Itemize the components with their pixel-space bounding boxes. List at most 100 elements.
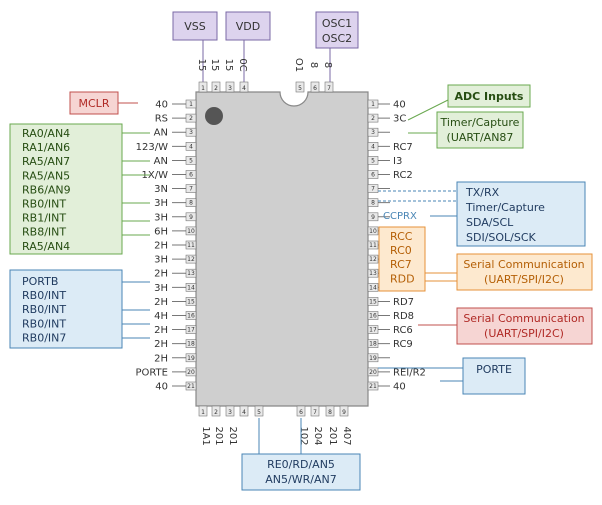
porte-right-label: PORTE bbox=[476, 363, 512, 376]
right-pin-number: 3 bbox=[371, 129, 375, 136]
right-pin-label: 40 bbox=[393, 382, 406, 393]
right-pin-number: 21 bbox=[369, 383, 377, 390]
top-pin-label: 15 bbox=[196, 59, 207, 72]
left-pin-label: 40 bbox=[155, 382, 168, 393]
bottom-pin-label: 201 bbox=[327, 426, 338, 445]
left-pin-label: AN bbox=[154, 128, 168, 139]
port-a-item: RA1/AN6 bbox=[22, 141, 70, 154]
left-pin-number: 21 bbox=[187, 383, 195, 390]
port-b-item: PORTB bbox=[22, 275, 58, 288]
right-pin-number: 18 bbox=[369, 341, 377, 348]
left-pin-number: 12 bbox=[187, 256, 195, 263]
right-pin-number: 4 bbox=[371, 143, 375, 150]
bottom-pin-number: 4 bbox=[242, 409, 246, 416]
osc-box: OSC1 OSC2 bbox=[315, 11, 359, 49]
left-pin-label: 3H bbox=[154, 198, 168, 209]
port-a-item: RB1/INT bbox=[22, 212, 66, 225]
top-pin-label: 0C bbox=[237, 58, 248, 71]
right-pin-number: 17 bbox=[369, 327, 377, 334]
right-pin-number: 15 bbox=[369, 298, 377, 305]
right-pin-number: 12 bbox=[369, 256, 377, 263]
left-pin-number: 16 bbox=[187, 313, 195, 320]
left-pin-number: 1 bbox=[189, 101, 193, 108]
left-pin-number: 20 bbox=[187, 369, 195, 376]
left-pin-label: 40 bbox=[155, 100, 168, 111]
left-pin-label: 3N bbox=[154, 184, 168, 195]
port-a-item: RB0/INT bbox=[22, 198, 66, 211]
left-pin-number: 6 bbox=[189, 172, 193, 179]
bottom-box-line2: AN5/WR/AN7 bbox=[265, 473, 336, 486]
right-pin-label: RD8 bbox=[393, 311, 414, 322]
osc1-label: OSC1 bbox=[322, 17, 352, 30]
left-pin-number: 15 bbox=[187, 298, 195, 305]
left-pin-label: 3H bbox=[154, 212, 168, 223]
left-pin-label: 2H bbox=[154, 339, 168, 350]
bottom-pin-number: 6 bbox=[299, 409, 303, 416]
right-pin-number: 2 bbox=[371, 115, 375, 122]
porte-right-box: PORTE bbox=[378, 357, 526, 395]
bottom-pin-number: 8 bbox=[328, 409, 332, 416]
left-pin-number: 8 bbox=[189, 200, 193, 207]
left-pin-number: 2 bbox=[189, 115, 193, 122]
bottom-pin-label: 102 bbox=[298, 426, 309, 445]
bottom-pin-number: 3 bbox=[228, 409, 232, 416]
left-pin-number: 11 bbox=[187, 242, 195, 249]
right-pin-number: 9 bbox=[371, 214, 375, 221]
left-pin-label: PORTE bbox=[135, 367, 168, 378]
right-pin-number: 20 bbox=[369, 369, 377, 376]
right-pin-number: 1 bbox=[371, 101, 375, 108]
bottom-pin bbox=[296, 405, 306, 417]
rc-item: RC0 bbox=[390, 244, 412, 257]
vss-label: VSS bbox=[184, 20, 206, 33]
top-pin-number: 7 bbox=[327, 85, 331, 92]
left-pin-number: 7 bbox=[189, 186, 193, 193]
right-pin-number: 16 bbox=[369, 313, 377, 320]
serial-red-line1: Serial Communication bbox=[463, 312, 584, 325]
mclr-box: MCLR bbox=[69, 91, 138, 115]
right-pin-number: 19 bbox=[369, 355, 377, 362]
right-pin-label: RC6 bbox=[393, 325, 413, 336]
right-pin-label: RC9 bbox=[393, 339, 413, 350]
bottom-pin-number: 2 bbox=[214, 409, 218, 416]
left-pin-label: 2H bbox=[154, 269, 168, 280]
top-pin bbox=[295, 81, 305, 93]
left-pin-label: 3H bbox=[154, 283, 168, 294]
port-a-box: RA0/AN4RA1/AN6RA5/AN7RA5/AN5RB6/AN9RB0/I… bbox=[9, 123, 150, 255]
timer-capture-line2: (UART/AN87 bbox=[447, 131, 514, 144]
left-pin-number: 9 bbox=[189, 214, 193, 221]
port-b-item: RB0/IN7 bbox=[22, 331, 66, 344]
left-pin-number: 14 bbox=[187, 284, 195, 291]
bottom-pin-label: 407 bbox=[341, 426, 352, 445]
bottom-pin-number: 9 bbox=[342, 409, 346, 416]
ccprx-label: CCPRX bbox=[383, 211, 417, 222]
top-pin-label: 8 bbox=[322, 62, 333, 68]
bottom-pin-label: 201 bbox=[227, 426, 238, 445]
top-pin bbox=[324, 81, 334, 93]
right-pin-number: 8 bbox=[371, 200, 375, 207]
timer-capture-box: Timer/Capture (UART/AN87 bbox=[408, 111, 524, 149]
port-a-item: RA0/AN4 bbox=[22, 127, 70, 140]
mclr-label: MCLR bbox=[79, 97, 110, 110]
port-a-item: RA5/AN5 bbox=[22, 169, 70, 182]
left-pin-label: 2H bbox=[154, 325, 168, 336]
left-pin-number: 17 bbox=[187, 327, 195, 334]
vss-box: VSS bbox=[172, 11, 218, 41]
right-pin-number: 10 bbox=[369, 228, 377, 235]
port-b-item: RB0/INT bbox=[22, 303, 66, 316]
left-pin-label: 4H bbox=[154, 311, 168, 322]
right-pin-label: RC7 bbox=[393, 142, 413, 153]
left-pin-label: AN bbox=[154, 156, 168, 167]
right-pin-label: 40 bbox=[393, 100, 406, 111]
right-pin-number: 5 bbox=[371, 157, 375, 164]
left-pin-label: 123/W bbox=[136, 142, 168, 153]
right-pin-number: 6 bbox=[371, 172, 375, 179]
rc-item: RCC bbox=[390, 230, 413, 243]
bottom-pin bbox=[198, 405, 208, 417]
port-a-item: RB8/INT bbox=[22, 226, 66, 239]
left-pin-label: 2H bbox=[154, 297, 168, 308]
top-pin-number: 4 bbox=[242, 85, 246, 92]
